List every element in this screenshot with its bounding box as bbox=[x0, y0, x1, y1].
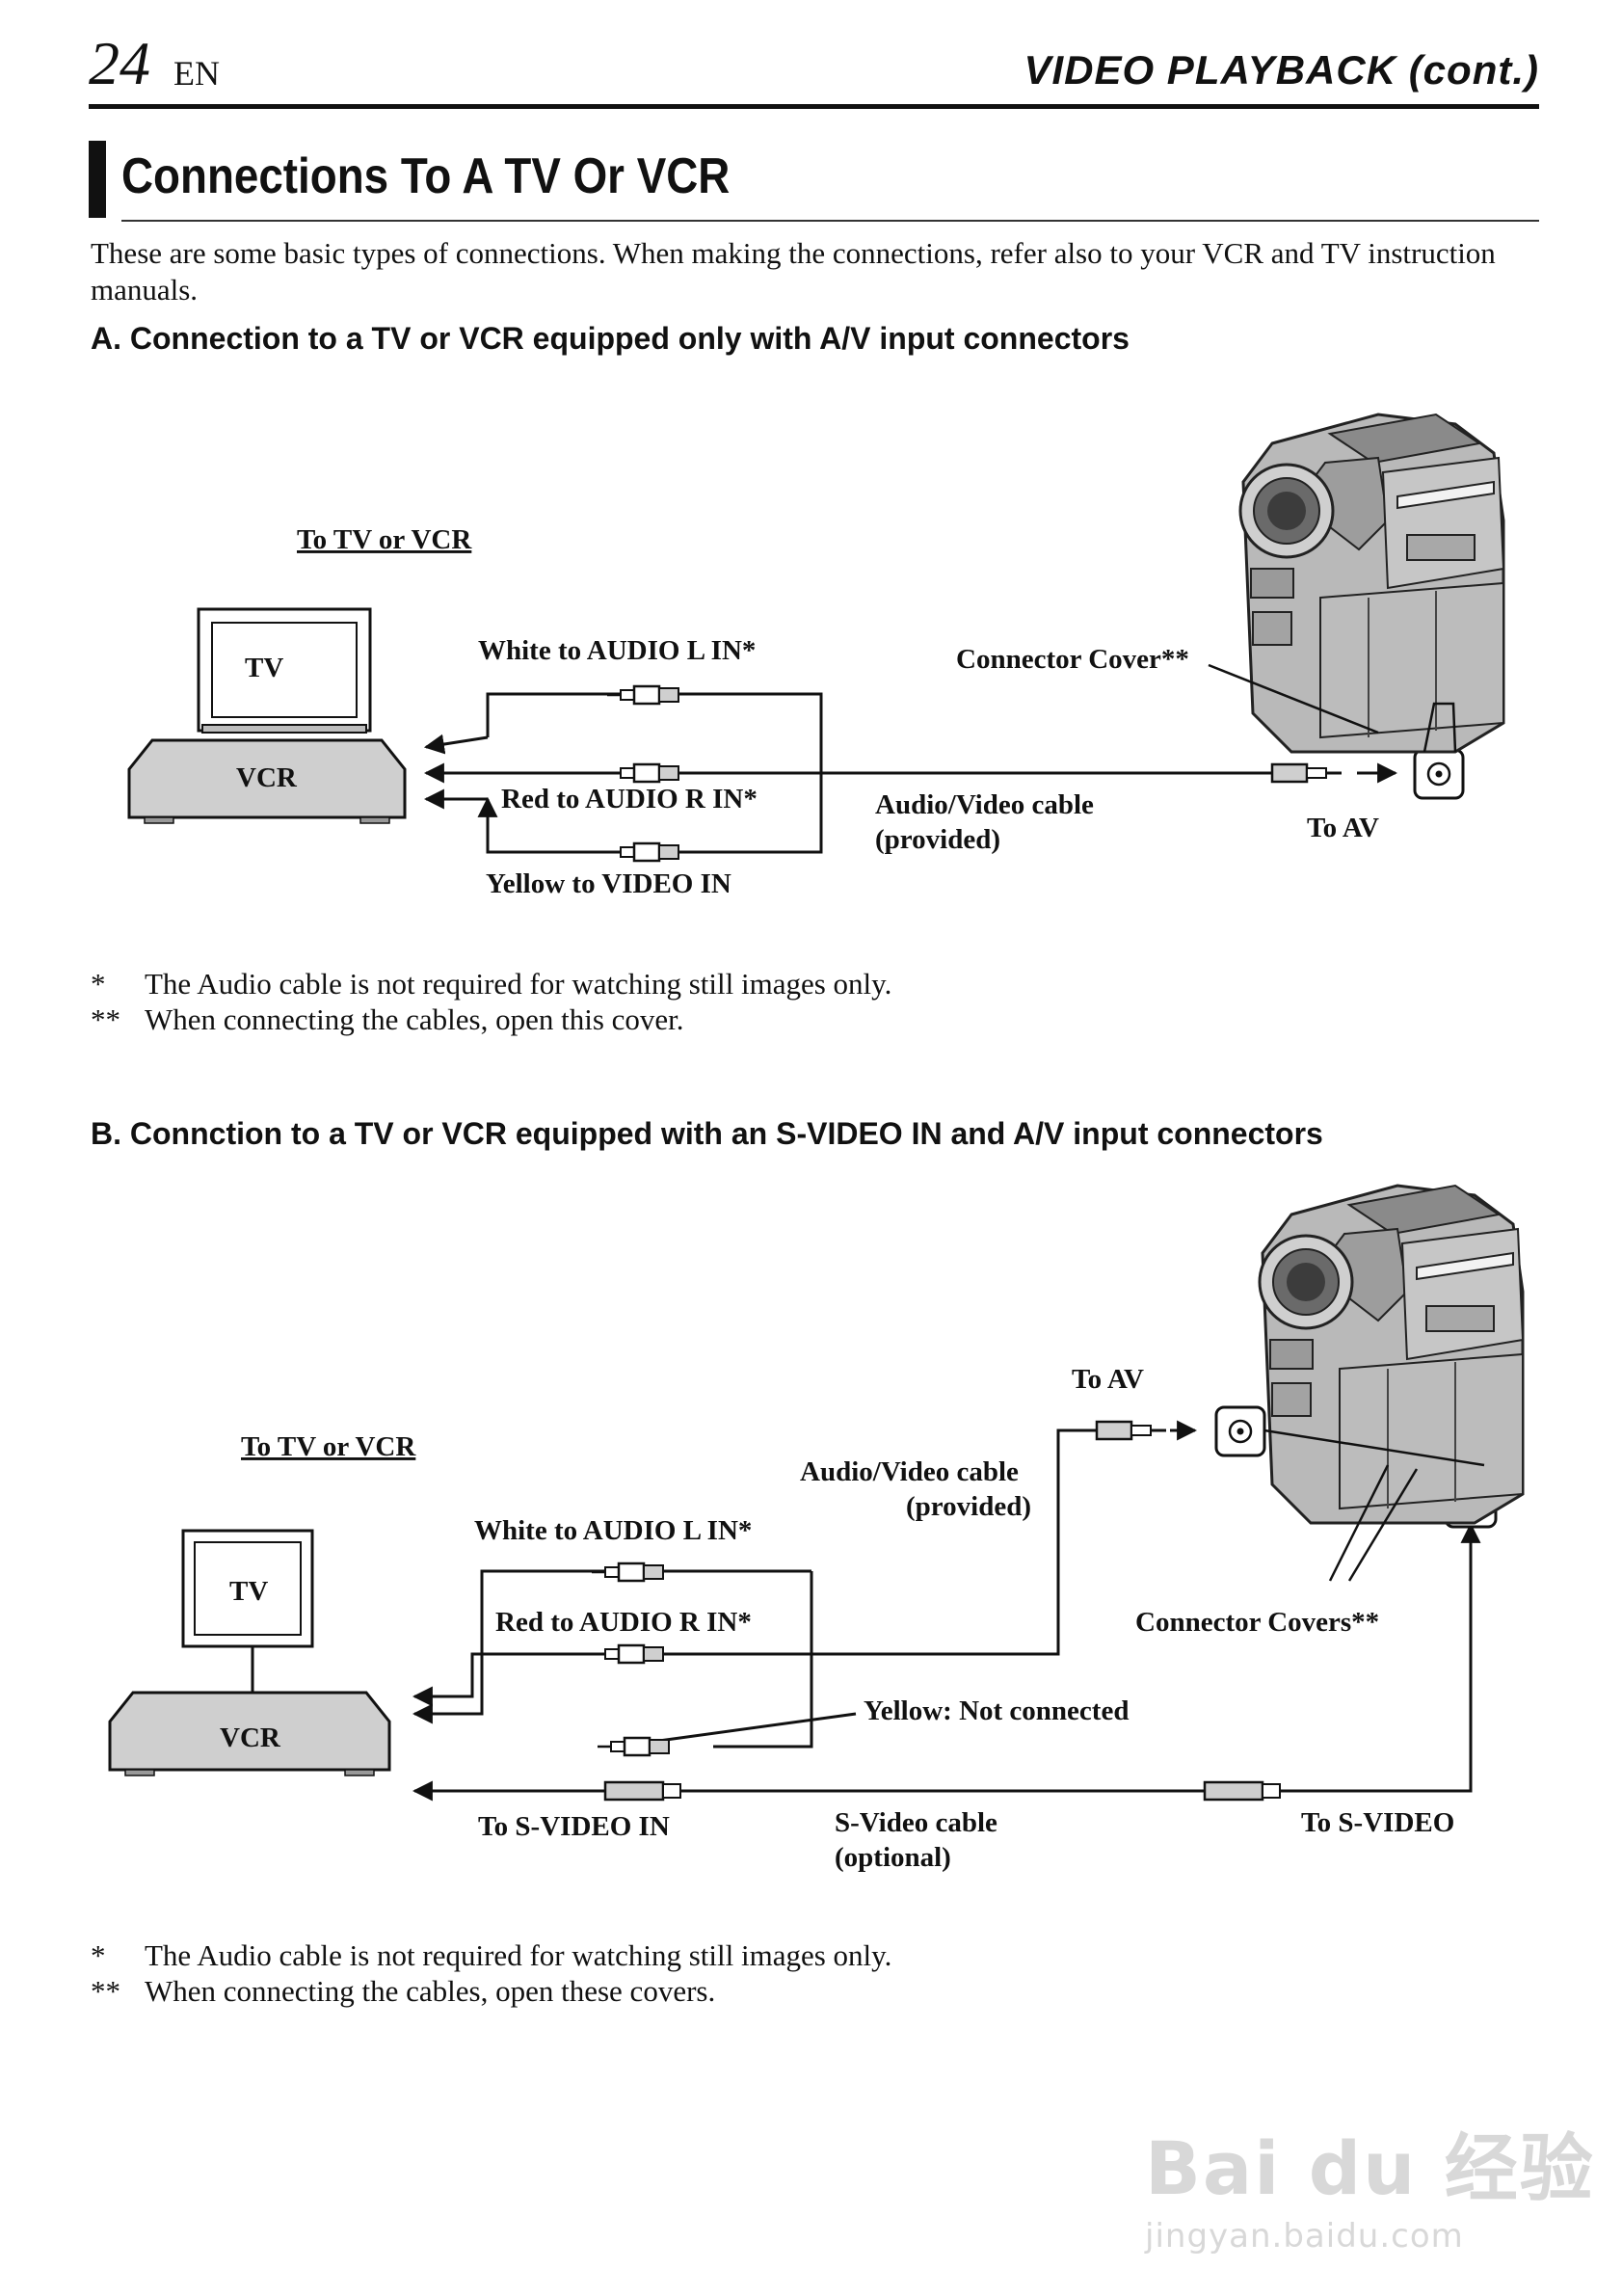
red-label-a: Red to AUDIO R IN* bbox=[501, 784, 758, 814]
notes-a: *The Audio cable is not required for wat… bbox=[91, 966, 891, 1037]
cable-label-a-1: Audio/Video cable bbox=[875, 789, 1094, 820]
baidu-watermark: Bai du 经验 jingyan.baidu.com bbox=[1145, 2109, 1595, 2256]
yellow-label-a: Yellow to VIDEO IN bbox=[486, 868, 731, 899]
white-label-a: White to AUDIO L IN* bbox=[478, 635, 756, 666]
cover-pointers-b bbox=[1263, 1428, 1485, 1582]
connector-cover-label: Connector Cover** bbox=[956, 644, 1189, 675]
diagram-a-heading: A. Connection to a TV or VCR equipped on… bbox=[91, 321, 1130, 356]
red-plug-b bbox=[590, 1643, 665, 1665]
tv-label-b: TV bbox=[229, 1576, 268, 1607]
svideo-cable-label-1: S-Video cable bbox=[835, 1807, 997, 1838]
white-plug-a bbox=[605, 684, 680, 706]
page-number: 24 bbox=[89, 29, 150, 97]
note-b-1: *The Audio cable is not required for wat… bbox=[91, 1938, 892, 1972]
red-plug-a bbox=[605, 762, 680, 784]
intro-paragraph: These are some basic types of connection… bbox=[91, 236, 1496, 307]
yellow-plug-b bbox=[596, 1736, 671, 1757]
vcr-b bbox=[108, 1691, 391, 1776]
section-rule bbox=[121, 220, 1539, 222]
cover-pointer-a bbox=[1208, 663, 1379, 734]
to-svideo-in-label: To S-VIDEO IN bbox=[478, 1811, 670, 1842]
cable-label-b-1: Audio/Video cable bbox=[800, 1456, 1019, 1487]
to-svideo-label: To S-VIDEO bbox=[1301, 1807, 1454, 1838]
note-a-1: *The Audio cable is not required for wat… bbox=[91, 967, 892, 1001]
tv-b bbox=[181, 1529, 314, 1693]
section-marker bbox=[89, 141, 106, 218]
yellow-plug-a bbox=[605, 841, 680, 863]
white-plug-b bbox=[590, 1562, 665, 1583]
note-a-2: **When connecting the cables, open this … bbox=[91, 1002, 684, 1036]
av-jack-b bbox=[1214, 1405, 1266, 1457]
cable-label-a-2: (provided) bbox=[875, 824, 1000, 855]
yellow-label-b: Yellow: Not connected bbox=[864, 1695, 1129, 1726]
svideo-plug-vcr bbox=[603, 1780, 681, 1802]
to-tv-vcr-label-b: To TV or VCR bbox=[241, 1431, 416, 1462]
red-label-b: Red to AUDIO R IN* bbox=[495, 1607, 752, 1638]
av-mini-plug-b bbox=[1095, 1420, 1198, 1441]
jack-pointer-a bbox=[1423, 702, 1457, 753]
connector-covers-label: Connector Covers** bbox=[1135, 1607, 1379, 1638]
av-jack-a bbox=[1413, 748, 1465, 800]
running-head: VIDEO PLAYBACK (cont.) bbox=[1024, 47, 1539, 93]
to-av-label-a: To AV bbox=[1307, 813, 1379, 843]
svideo-cable-label-2: (optional) bbox=[835, 1842, 951, 1873]
tv-label-a: TV bbox=[245, 653, 283, 683]
tv-a bbox=[197, 607, 372, 734]
section-title: Connections To A TV Or VCR bbox=[121, 148, 731, 204]
vcr-a bbox=[127, 738, 407, 824]
to-tv-vcr-label-a: To TV or VCR bbox=[297, 524, 472, 555]
note-b-2: **When connecting the cables, open these… bbox=[91, 1974, 716, 2008]
watermark-logo: Bai du 经验 bbox=[1145, 2125, 1595, 2211]
to-av-label-b: To AV bbox=[1072, 1364, 1144, 1395]
av-mini-plug-a bbox=[1270, 762, 1398, 784]
header-rule bbox=[89, 104, 1539, 109]
vcr-label-a: VCR bbox=[236, 762, 298, 793]
cable-label-b-2: (provided) bbox=[906, 1491, 1031, 1522]
camcorder-a bbox=[1238, 413, 1505, 754]
av-cable-a bbox=[423, 692, 1272, 854]
vcr-label-b: VCR bbox=[220, 1722, 281, 1753]
watermark-url: jingyan.baidu.com bbox=[1145, 2217, 1464, 2256]
notes-b: *The Audio cable is not required for wat… bbox=[91, 1937, 891, 2009]
camcorder-b bbox=[1258, 1184, 1525, 1525]
white-label-b: White to AUDIO L IN* bbox=[474, 1515, 752, 1546]
page-language: EN bbox=[173, 54, 220, 93]
svideo-plug-camera bbox=[1203, 1780, 1281, 1802]
diagram-b-heading: B. Connction to a TV or VCR equipped wit… bbox=[91, 1116, 1323, 1151]
